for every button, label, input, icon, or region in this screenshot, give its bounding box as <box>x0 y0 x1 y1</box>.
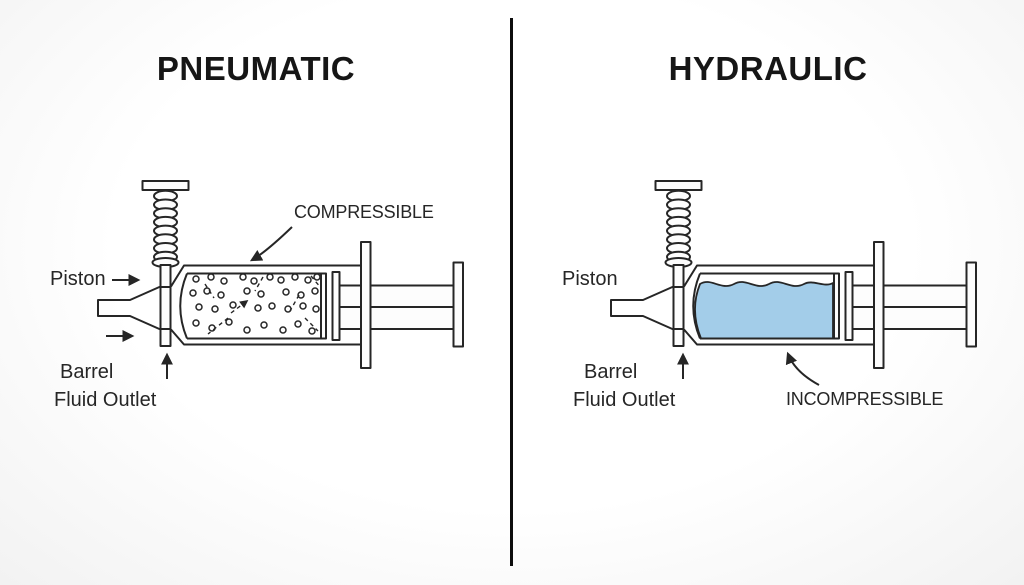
fluid-outlet-label: Fluid Outlet <box>54 389 157 411</box>
pneumatic-syringe <box>97 180 464 379</box>
panel-divider <box>510 18 513 566</box>
compressible-label: COMPRESSIBLE <box>294 202 434 222</box>
hydraulic-annotation-arrows <box>677 351 820 386</box>
fluid-outlet-label: Fluid Outlet <box>573 389 676 411</box>
pneumatic-annotation-arrows <box>106 226 293 379</box>
pneumatic-title: PNEUMATIC <box>156 50 356 87</box>
barrel-label: Barrel <box>584 361 638 383</box>
gas-bubbles <box>189 273 322 335</box>
incompressible-arrow <box>785 351 820 386</box>
barrel-label: Barrel <box>60 361 114 383</box>
motion-dashes <box>204 275 322 335</box>
incompressible-label: INCOMPRESSIBLE <box>786 389 944 409</box>
hydraulic-syringe <box>610 180 977 386</box>
piston-label: Piston <box>562 268 618 290</box>
compressible-arrow <box>249 226 293 262</box>
hydraulic-title: HYDRAULIC <box>668 50 868 87</box>
panel-hydraulic: HYDRAULIC Piston INCOMPRESSIBLE Barrel F… <box>512 0 1024 585</box>
liquid-fill <box>694 281 834 340</box>
panel-pneumatic: PNEUMATIC Piston COMPRESSIBLE Barrel Flu… <box>50 50 434 411</box>
piston-label: Piston <box>50 268 106 290</box>
